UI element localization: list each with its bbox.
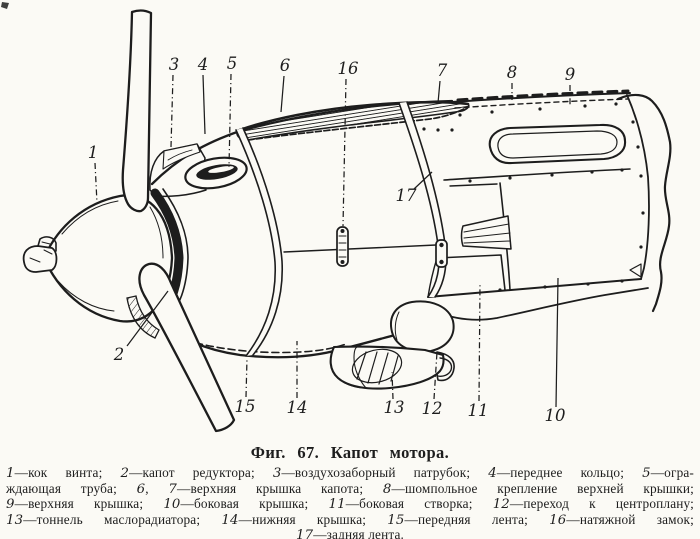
panel-seam-horizontal bbox=[443, 168, 631, 181]
wing-fillet-line bbox=[419, 287, 649, 321]
callout-label-11: 11 bbox=[468, 401, 489, 420]
panel-right-edge bbox=[626, 94, 650, 280]
callout-leader-3 bbox=[170, 74, 174, 148]
panel-inner-edge bbox=[454, 98, 629, 109]
spinner-hub bbox=[22, 236, 58, 273]
callout-leader-5 bbox=[228, 73, 232, 168]
callout-label-9: 9 bbox=[565, 65, 576, 84]
caption-line: 1—кок винта; 2—капот редуктора; 3—воздух… bbox=[6, 465, 694, 481]
cowl-mid-seam bbox=[283, 244, 437, 253]
callout-label-7: 7 bbox=[437, 61, 448, 80]
rod-fastening bbox=[456, 89, 630, 102]
figure-title: Фиг. 67. Капот мотора. bbox=[250, 443, 450, 462]
tension-lock bbox=[336, 226, 349, 267]
callout-leader-16 bbox=[342, 78, 347, 227]
callout-label-3: 3 bbox=[169, 55, 180, 74]
air-intake-duct bbox=[149, 143, 207, 198]
caption-line: ждающая труба; 6, 7—верхняя крышка капот… bbox=[6, 480, 694, 497]
corner-mark bbox=[629, 263, 642, 278]
propeller-blades bbox=[121, 9, 236, 433]
panel-line bbox=[449, 183, 498, 187]
panel-top-edge bbox=[451, 92, 631, 103]
callout-leader-15 bbox=[245, 357, 248, 398]
lower-cover-joint bbox=[184, 339, 347, 354]
callout-label-5: 5 bbox=[227, 54, 238, 73]
caption-line: 17—задняя лента. bbox=[295, 527, 405, 539]
panel-dark-rim bbox=[235, 100, 470, 133]
panel-bottom-edge bbox=[427, 278, 642, 298]
band-latch-rear bbox=[435, 239, 448, 268]
louver-inner bbox=[497, 130, 618, 159]
callout-label-6: 6 bbox=[280, 56, 291, 75]
tunnel-grille bbox=[351, 348, 403, 384]
upper-cowl-panel bbox=[235, 100, 470, 141]
callout-label-13: 13 bbox=[384, 398, 405, 417]
callout-leader-4 bbox=[202, 74, 206, 135]
oil-cooler-tunnel bbox=[329, 345, 453, 390]
lower-fairing bbox=[390, 300, 455, 353]
propeller-blade-lower bbox=[138, 262, 236, 433]
callout-leader-17 bbox=[413, 171, 433, 190]
figure-caption: 1—кок винта; 2—капот редуктора; 3—воздух… bbox=[6, 465, 694, 539]
rear-band bbox=[398, 101, 448, 298]
callout-leader-13 bbox=[391, 371, 394, 400]
propeller-blade-upper bbox=[121, 9, 153, 213]
gear-cowl bbox=[126, 295, 160, 339]
callout-label-15: 15 bbox=[235, 397, 256, 416]
callout-label-8: 8 bbox=[507, 63, 518, 82]
air-intake-oval bbox=[184, 156, 248, 190]
callout-label-14: 14 bbox=[287, 398, 308, 417]
callout-label-12: 12 bbox=[422, 399, 443, 418]
callout-leader-11 bbox=[478, 283, 481, 402]
fuselage-side-panel bbox=[422, 89, 672, 313]
louver-bulge bbox=[488, 123, 627, 165]
caption-line: 13—тоннель маслорадиатора; 14—нижняя кры… bbox=[6, 511, 694, 528]
caption-line: 9—верхняя крышка; 10—боковая крышка; 11—… bbox=[6, 496, 694, 512]
callout-label-17: 17 bbox=[396, 186, 417, 205]
callout-label-10: 10 bbox=[545, 406, 566, 425]
exhaust-fairing bbox=[460, 215, 512, 250]
callout-label-2: 2 bbox=[113, 345, 125, 364]
callout-leader-6 bbox=[280, 75, 285, 113]
tunnel-opening-rim bbox=[330, 346, 367, 389]
callout-leader-10 bbox=[555, 277, 559, 408]
rivets bbox=[422, 102, 645, 292]
callout-label-4: 4 bbox=[197, 55, 209, 74]
callout-leader-1 bbox=[94, 162, 98, 204]
panel-scalloped-edge bbox=[247, 107, 467, 141]
callout-label-16: 16 bbox=[338, 59, 359, 78]
callout-leader-7 bbox=[437, 80, 441, 104]
callout-label-1: 1 bbox=[88, 143, 99, 162]
torn-edge bbox=[616, 93, 672, 313]
front-band bbox=[235, 127, 284, 357]
spinner bbox=[22, 194, 174, 323]
callout-leader-2 bbox=[126, 290, 169, 347]
scan-speck bbox=[1, 2, 9, 9]
